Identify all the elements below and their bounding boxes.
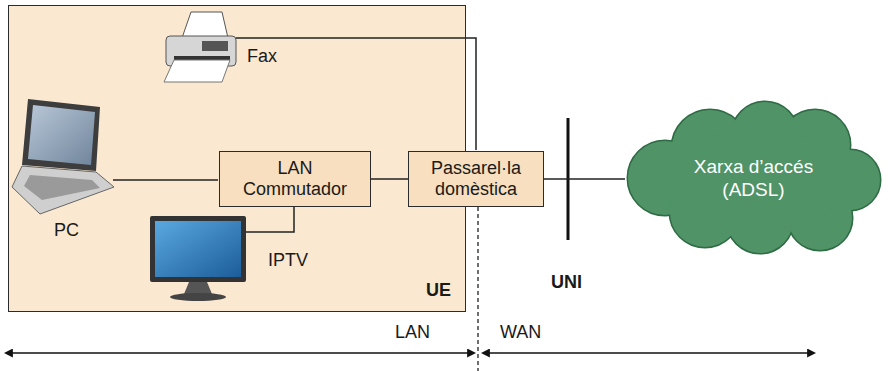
- network-cloud: Xarxa d’accés (ADSL): [625, 100, 882, 255]
- cloud-outline: [625, 100, 882, 255]
- gateway-box: Passarel·la domèstica: [408, 151, 544, 207]
- laptop-base: [12, 166, 114, 214]
- fax-panel: [202, 41, 228, 51]
- equipment-region: UELAN CommutadorPassarel·la domèstica: [8, 5, 466, 312]
- link-line: [544, 178, 625, 180]
- laptop-screen: [28, 105, 95, 165]
- range-label: LAN: [395, 322, 430, 343]
- iptv-wire: [246, 205, 294, 232]
- link-line: [371, 178, 408, 180]
- monitor-stand: [184, 282, 212, 294]
- monitor-screen: [155, 221, 241, 277]
- cloud-fill: [660, 130, 850, 230]
- node-text: Passarel·la domèstica: [420, 158, 532, 200]
- cloud-edge: [660, 130, 850, 230]
- device-label: IPTV: [268, 250, 308, 271]
- fax-paper-out: [164, 60, 230, 82]
- fax-wire: [236, 38, 476, 150]
- fax-slot: [174, 56, 230, 60]
- device-label: Fax: [247, 46, 277, 67]
- fax-paper-in: [182, 12, 228, 38]
- device-label: PC: [54, 220, 79, 241]
- monitor-foot: [170, 293, 226, 301]
- wan-range-arrow: [489, 352, 808, 354]
- monitor-frame: [150, 216, 246, 282]
- switch-box: LAN Commutador: [219, 151, 371, 207]
- lan-wan-boundary: [477, 207, 478, 371]
- range-label: WAN: [500, 322, 541, 343]
- interface-label: UNI: [551, 272, 582, 293]
- pc-wire: [113, 179, 218, 181]
- laptop-frame: [22, 99, 100, 171]
- node-text: Xarxa d’accés (ADSL): [679, 155, 829, 201]
- node-text: UE: [426, 280, 451, 301]
- laptop-keyboard: [24, 175, 100, 200]
- equipment-ground: [8, 5, 466, 312]
- node-text: LAN Commutador: [235, 158, 355, 200]
- lan-range-arrow: [12, 352, 468, 354]
